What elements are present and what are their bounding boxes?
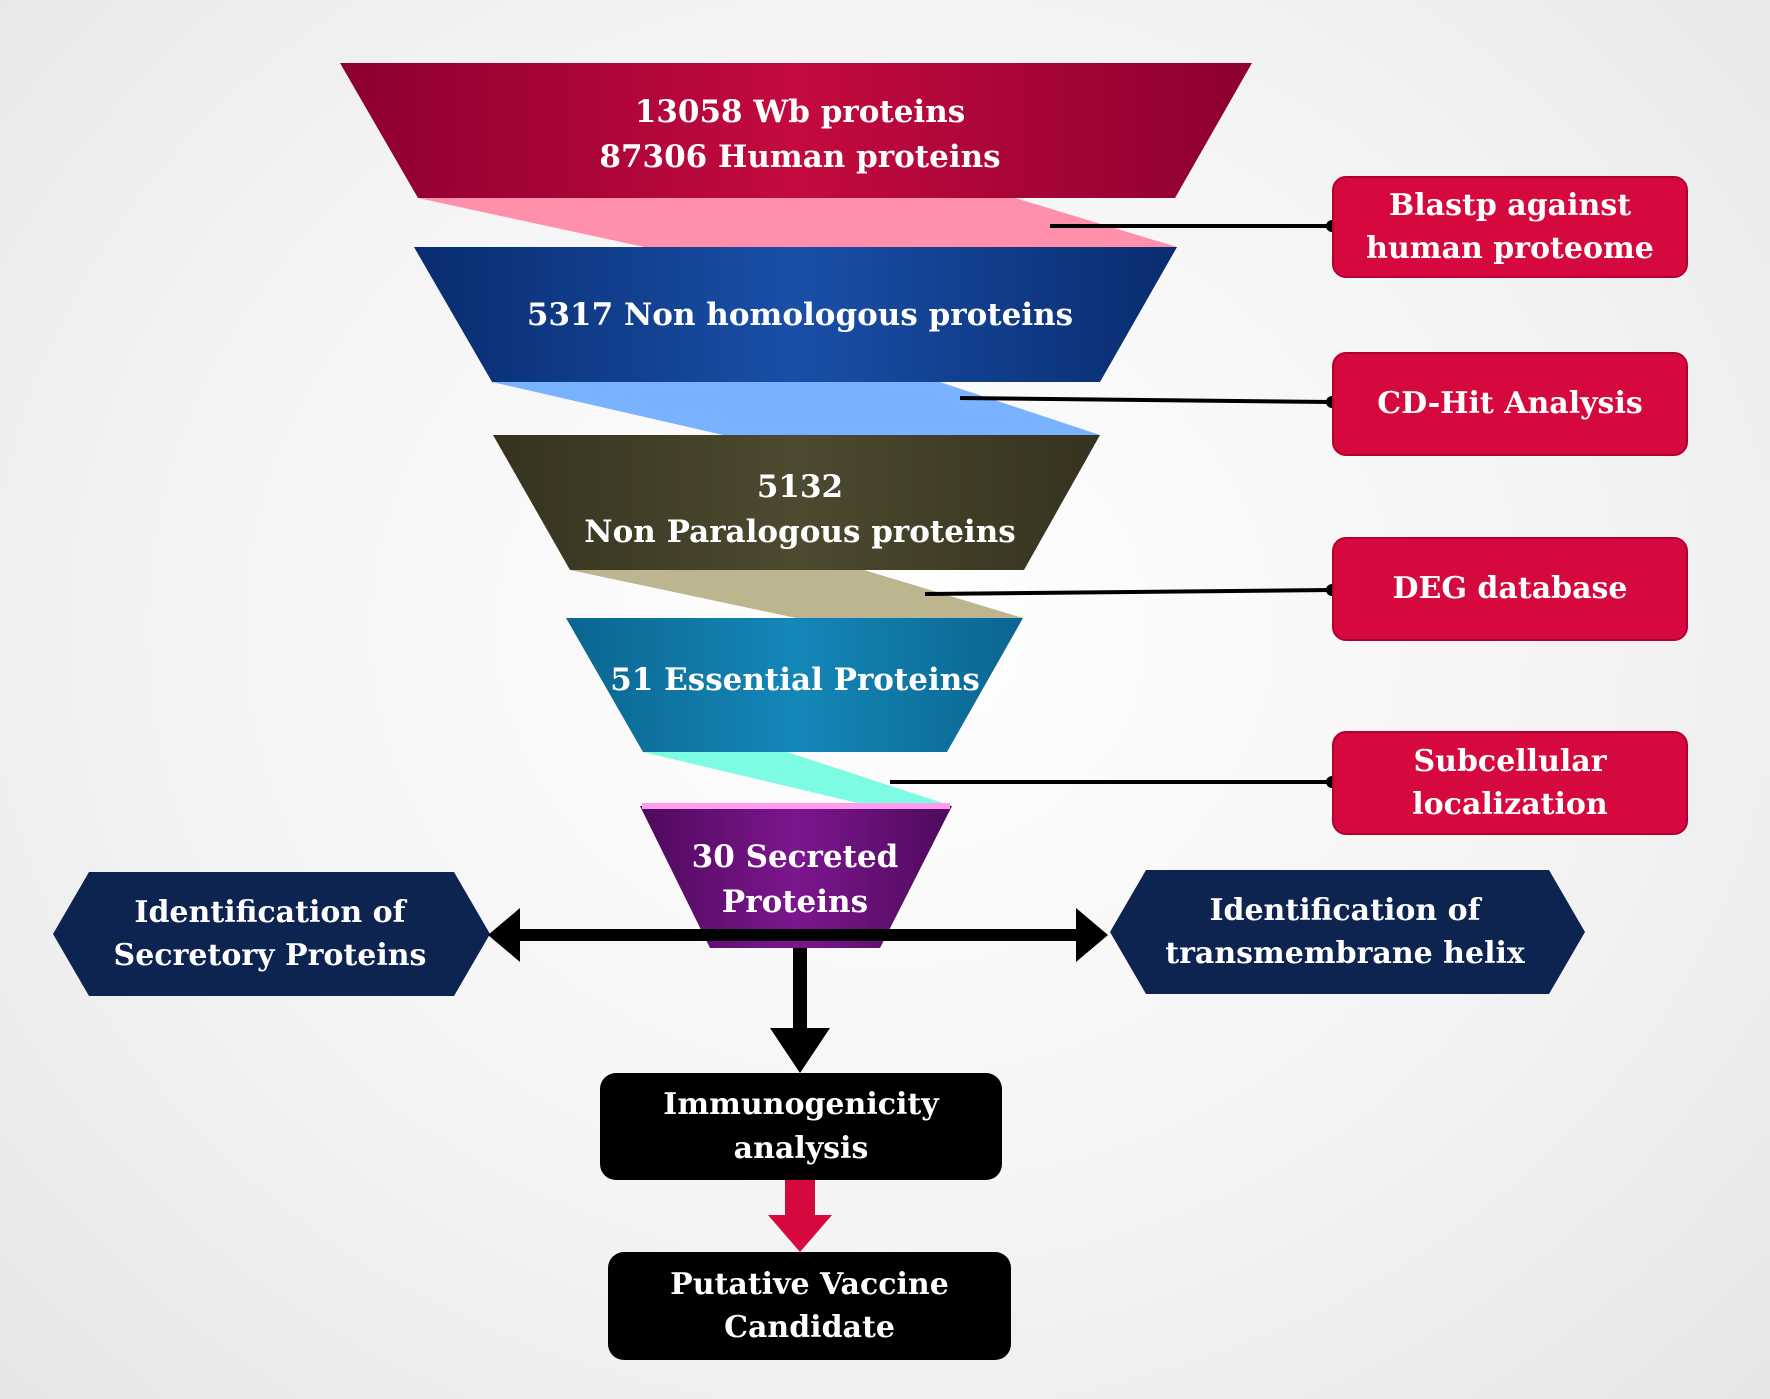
secreted-rim bbox=[642, 803, 950, 809]
putative-vaccine-label-line-2: Candidate bbox=[724, 1310, 895, 1345]
funnel-level-wb-proteins-shape bbox=[340, 63, 1252, 198]
filter-step-blastp-label-line-1: Blastp against bbox=[1388, 187, 1632, 223]
filter-step-subcellular-label-line-2: localization bbox=[1412, 787, 1608, 822]
funnel-level-non-paralogous-label-line-2: Non Paralogous proteins bbox=[584, 514, 1016, 550]
filter-step-subcellular-label: Subcellular localization bbox=[1332, 731, 1688, 835]
filter-step-subcellular bbox=[1332, 731, 1688, 835]
transmembrane-helix-hexagon-label-line-2: transmembrane helix bbox=[1165, 936, 1525, 971]
filter-step-blastp-label: Blastp against human proteome bbox=[1332, 176, 1688, 278]
immunogenicity-analysis-box bbox=[600, 1073, 1002, 1180]
funnel-level-non-homologous-label-line-1: 5317 Non homologous proteins bbox=[526, 296, 1074, 333]
funnel-level-essential-label: 51 Essential Proteins bbox=[580, 625, 1010, 735]
red-arrow-shaft bbox=[785, 1180, 815, 1215]
secretory-proteins-hexagon bbox=[53, 872, 490, 996]
filter-step-blastp-label-line-2: human proteome bbox=[1366, 231, 1654, 266]
immunogenicity-analysis-label: Immunogenicity analysis bbox=[600, 1073, 1002, 1180]
funnel-level-essential-label-line-1: 51 Essential Proteins bbox=[610, 661, 980, 698]
filter-step-deg-label-line-1: DEG database bbox=[1392, 571, 1628, 607]
filter-step-deg-label: DEG database bbox=[1332, 537, 1688, 641]
funnel-level-wb-proteins-label-line-1: 13058 Wb proteins bbox=[634, 94, 966, 131]
funnel-level-essential-shape bbox=[566, 618, 1023, 752]
left-arrow-head bbox=[488, 908, 520, 962]
secretory-proteins-hexagon-label: Identification of Secretory Proteins bbox=[90, 872, 450, 996]
filter-connector-3 bbox=[924, 588, 1333, 596]
filter-step-blastp bbox=[1332, 176, 1688, 278]
filter-step-cd-hit-label-line-1: CD-Hit Analysis bbox=[1377, 386, 1643, 422]
funnel-level-non-paralogous-label-line-1: 5132 bbox=[756, 469, 844, 506]
filter-connector-2 bbox=[959, 396, 1333, 404]
funnel-band-1 bbox=[418, 198, 1177, 247]
funnel-band-3 bbox=[570, 570, 1023, 618]
down-arrow-head bbox=[770, 1028, 830, 1073]
funnel-level-secreted-shape bbox=[640, 806, 952, 948]
filter-step-cd-hit-label: CD-Hit Analysis bbox=[1332, 352, 1688, 456]
putative-vaccine-box bbox=[608, 1252, 1011, 1360]
funnel-level-non-paralogous-shape bbox=[493, 435, 1100, 570]
down-arrow-shaft bbox=[793, 948, 807, 1028]
funnel-level-secreted-label-line-2: Proteins bbox=[721, 884, 869, 920]
right-arrow-head bbox=[1076, 908, 1108, 962]
transmembrane-helix-hexagon-label-line-1: Identification of bbox=[1209, 892, 1481, 928]
funnel-level-secreted-label-line-1: 30 Secreted bbox=[691, 839, 899, 876]
filter-step-subcellular-label-line-1: Subcellular bbox=[1413, 743, 1607, 779]
transmembrane-helix-hexagon bbox=[1110, 870, 1585, 994]
filter-step-deg bbox=[1332, 537, 1688, 641]
funnel-level-non-homologous-label: 5317 Non homologous proteins bbox=[450, 250, 1150, 380]
secretory-proteins-hexagon-label-line-1: Identification of bbox=[134, 894, 406, 930]
funnel-level-non-homologous-shape bbox=[414, 247, 1177, 382]
immunogenicity-analysis-label-line-2: analysis bbox=[733, 1130, 869, 1166]
funnel-level-wb-proteins-label: 13058 Wb proteins 87306 Human proteins bbox=[420, 70, 1180, 200]
putative-vaccine-label-line-1: Putative Vaccine bbox=[670, 1266, 949, 1302]
secretory-proteins-hexagon-label-line-2: Secretory Proteins bbox=[113, 938, 427, 973]
transmembrane-helix-hexagon-label: Identification of transmembrane helix bbox=[1135, 870, 1555, 994]
red-arrow-head bbox=[768, 1215, 832, 1252]
funnel-band-2 bbox=[492, 382, 1100, 435]
filter-step-cd-hit bbox=[1332, 352, 1688, 456]
immunogenicity-analysis-label-line-1: Immunogenicity bbox=[663, 1087, 939, 1122]
funnel-band-4 bbox=[643, 752, 952, 806]
funnel-level-wb-proteins-label-line-2: 87306 Human proteins bbox=[599, 139, 1001, 175]
